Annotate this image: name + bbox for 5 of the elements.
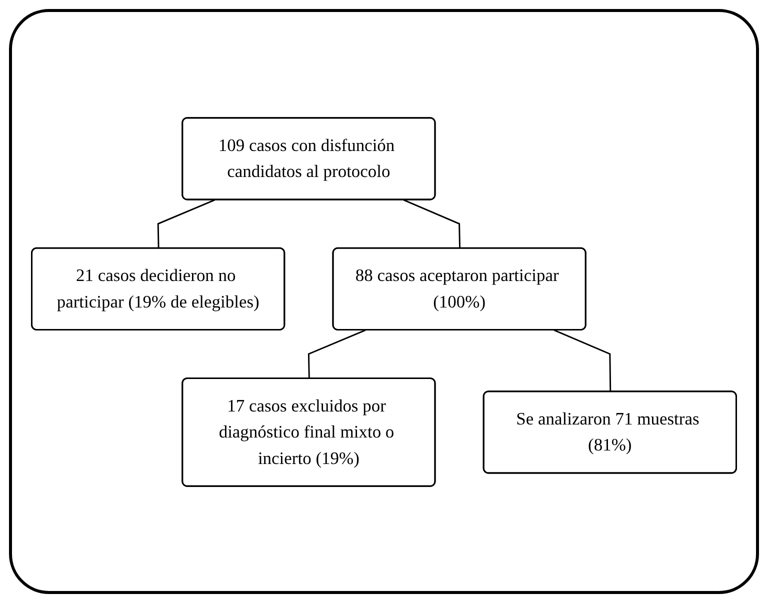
connector <box>308 329 366 378</box>
frame-border: 109 casos con disfunción candidatos al protocolo 21 casos decidieron no participar (19% de elegibles) 88 casos aceptaron participar (100%) 17 casos excluidos por diagnóstico final mixto o incierto (19%) Se analizaron 71 muestras (81%) <box>9 9 759 594</box>
connector <box>403 198 461 248</box>
connector <box>554 329 612 392</box>
connector <box>157 198 216 248</box>
